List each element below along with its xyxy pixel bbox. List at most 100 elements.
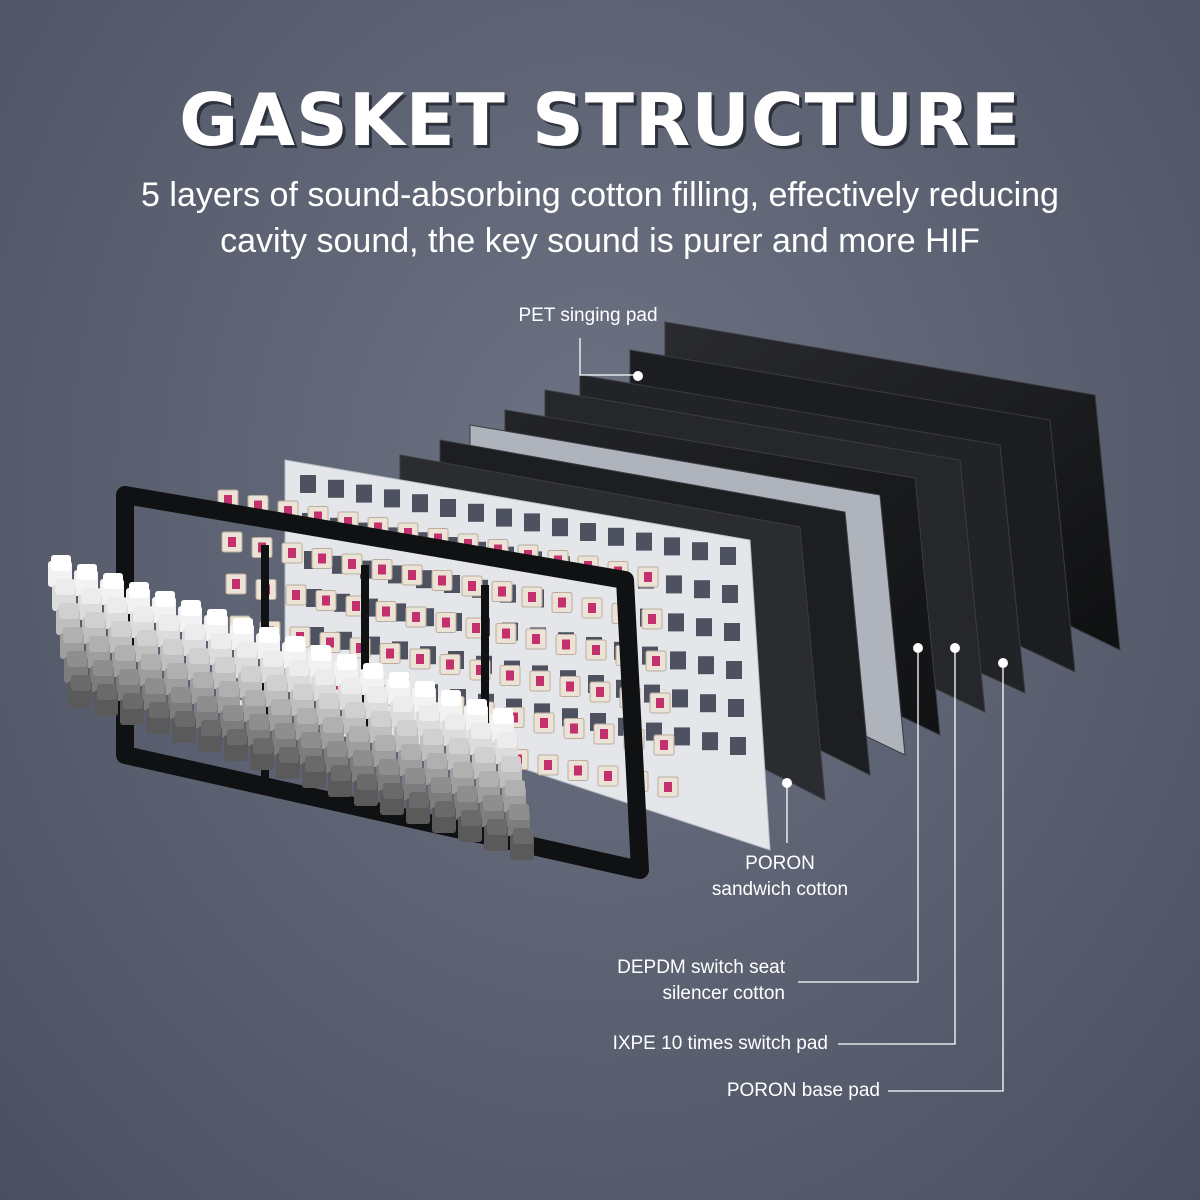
switch-stem [438, 575, 446, 586]
plate-hole [674, 727, 690, 746]
switch-stem [660, 740, 668, 750]
switch-stem [314, 511, 322, 522]
switch-stem [476, 665, 484, 675]
switch-stem [600, 729, 608, 739]
switch-stem [224, 495, 232, 505]
keycap [380, 783, 404, 815]
switch-stem [664, 782, 672, 792]
switch-stem [528, 592, 536, 602]
switch-stem [326, 637, 334, 648]
plate-hole [580, 523, 596, 541]
keycap [458, 810, 482, 842]
keycap [146, 702, 170, 734]
switch-stem [502, 628, 510, 639]
keycap [328, 765, 352, 797]
plate-hole [300, 475, 316, 493]
page-title: GASKET STRUCTURE [179, 78, 1021, 162]
switch-stem [562, 639, 570, 650]
switch-stem [374, 522, 382, 533]
plate-hole [552, 518, 568, 537]
plate-hole [724, 623, 740, 641]
keycap [68, 675, 92, 707]
switch-stem [292, 590, 300, 600]
switch-stem [356, 643, 364, 653]
switch-stem [382, 606, 390, 617]
keycap [510, 828, 534, 860]
plate-hole [730, 737, 746, 755]
switch-stem [446, 659, 454, 670]
plate-hole [722, 585, 738, 603]
subtitle-line-1: 5 layers of sound-absorbing cotton filli… [141, 176, 1059, 214]
switch-stem [540, 718, 548, 728]
switch-stem [254, 500, 262, 511]
switch-stem [352, 601, 360, 611]
switch-stem [604, 771, 612, 781]
switch-stem [228, 537, 236, 547]
plate-hole [384, 489, 400, 508]
switch-stem [344, 517, 352, 527]
keycap [406, 792, 430, 824]
switch-stem [532, 634, 540, 644]
switch-stem [566, 681, 574, 692]
plate-hole [692, 542, 708, 561]
switch-stem [558, 597, 566, 608]
switch-stem [348, 559, 356, 569]
switch-stem [232, 579, 240, 589]
keycap [116, 669, 140, 701]
keycap [224, 729, 248, 761]
keycap [198, 720, 222, 752]
plate-hole [726, 661, 742, 679]
switch-stem [386, 648, 394, 659]
keycap [120, 693, 144, 725]
plate-hole [468, 503, 484, 522]
plate-hole [728, 699, 744, 717]
keycap [484, 819, 508, 851]
switch-stem [322, 595, 330, 606]
switch-stem [588, 603, 596, 613]
plate-hole [412, 494, 428, 513]
label-pet-singing-pad: PET singing pad [518, 305, 658, 326]
poron-sandwich-line-2: sandwich cotton [711, 879, 849, 900]
label-poron-sandwich-cotton: PORON sandwich cotton [690, 851, 870, 903]
switch-stem [284, 506, 292, 516]
plate-hole [356, 484, 372, 503]
page-subtitle: 5 layers of sound-absorbing cotton filli… [60, 172, 1140, 264]
plate-hole [668, 613, 684, 632]
subtitle-line-2: cavity sound, the key sound is purer and… [220, 222, 980, 260]
switch-stem [652, 656, 660, 666]
switch-stem [536, 676, 544, 686]
switch-stem [506, 670, 514, 681]
plate-hole [670, 651, 686, 670]
plate-hole [694, 580, 710, 599]
poron-sandwich-line-1: PORON [745, 853, 815, 874]
switch-stem [404, 528, 412, 538]
keycap [302, 756, 326, 788]
switch-stem [416, 654, 424, 664]
switch-stem [544, 760, 552, 770]
switch-stem [412, 612, 420, 622]
label-depdm-silencer-cotton: DEPDM switch seat silencer cotton [560, 955, 785, 1007]
switch-stem [442, 617, 450, 628]
switch-stem [644, 572, 652, 582]
depdm-line-2: silencer cotton [662, 983, 785, 1004]
plate-hole [696, 618, 712, 637]
switch-stem [592, 645, 600, 655]
plate-hole [496, 508, 512, 527]
label-ixpe-switch-pad: IXPE 10 times switch pad [612, 1033, 828, 1054]
switch-stem [288, 548, 296, 558]
keycap [194, 696, 218, 728]
switch-stem [596, 687, 604, 697]
switch-stem [408, 570, 416, 580]
plate-hole [720, 547, 736, 565]
switch-plate [284, 459, 771, 851]
switch-stem [648, 614, 656, 624]
plate-hole [664, 537, 680, 556]
switch-stem [574, 765, 582, 776]
plate-hole [698, 656, 714, 675]
plate-hole [524, 513, 540, 532]
plate-hole [700, 694, 716, 713]
label-poron-base-pad: PORON base pad [726, 1080, 880, 1101]
plate-hole [672, 689, 688, 708]
keycap [432, 801, 456, 833]
